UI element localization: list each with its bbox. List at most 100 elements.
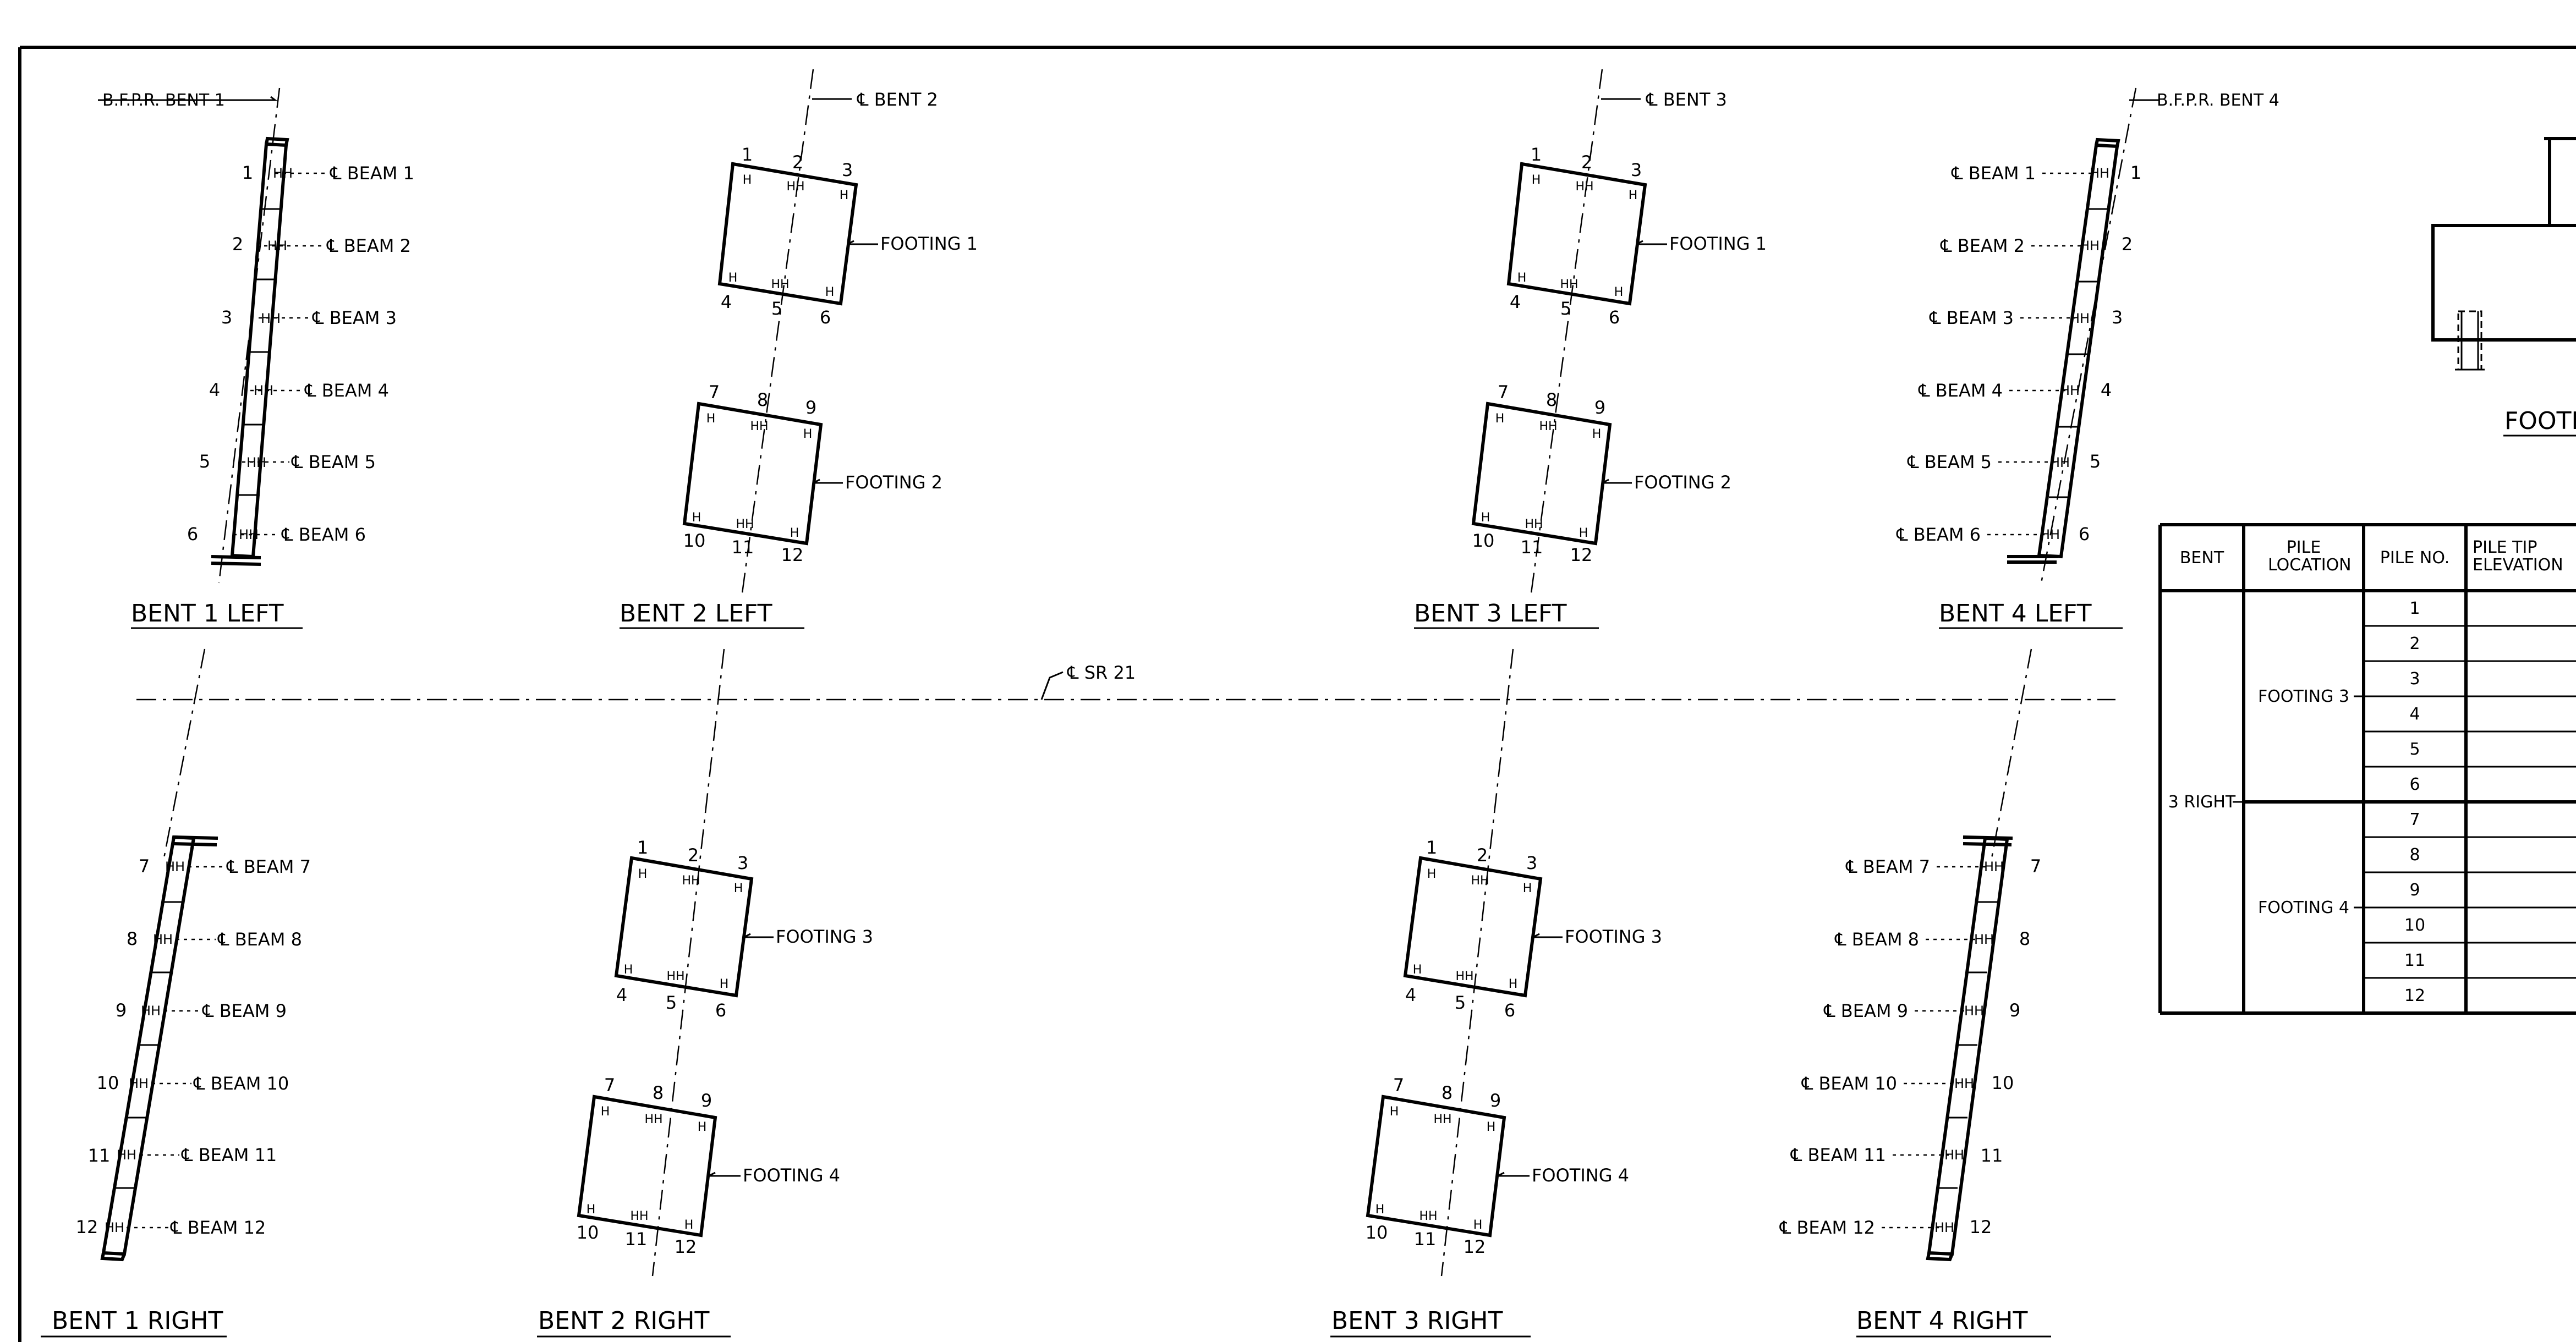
pile-number: 11 xyxy=(1981,1145,2003,1166)
pile-no-cells: 1 2 3 4 5 6 7 8 9 10 11 12 xyxy=(2404,599,2425,1005)
table-headers: BENT PILE LOCATION PILE NO. PILE TIP ELE… xyxy=(2180,539,2563,575)
cell-pile-no: 3 xyxy=(2409,669,2420,689)
pile-number: 7 xyxy=(2030,856,2041,877)
header-pile-location: PILE LOCATION xyxy=(2268,539,2352,575)
pile-number: 2 xyxy=(2122,234,2133,255)
pile-number: 8 xyxy=(1442,1082,1453,1103)
footing-label: FOOTING 3 xyxy=(1565,926,1662,947)
svg-text:H: H xyxy=(1413,963,1422,977)
pile-number: 4 xyxy=(1405,985,1416,1005)
pile-number: 9 xyxy=(701,1090,712,1111)
svg-text:H: H xyxy=(698,1120,707,1134)
pile-number: 3 xyxy=(842,160,853,180)
svg-text:H: H xyxy=(587,1203,596,1217)
beam-label: ℄ BEAM 2 xyxy=(326,235,411,256)
pile-number: 1 xyxy=(1531,144,1542,165)
beam-label: ℄ BEAM 1 xyxy=(1951,163,2036,184)
svg-text:H: H xyxy=(1517,271,1527,285)
detail-title: FOOTI xyxy=(2504,407,2576,435)
pile-number: 1 xyxy=(742,144,753,165)
footing-label: FOOTING 2 xyxy=(1634,472,1731,493)
pile-number: 6 xyxy=(1504,1000,1515,1021)
svg-text:HH: HH xyxy=(2040,527,2060,542)
beam-label: ℄ BEAM 4 xyxy=(304,380,389,401)
pile-number: 6 xyxy=(820,307,831,328)
pile-number: 9 xyxy=(1490,1090,1501,1111)
pile-number: 2 xyxy=(688,845,699,866)
svg-text:HH: HH xyxy=(786,180,804,194)
view-title: BENT 2 LEFT xyxy=(620,600,772,628)
footing-label: FOOTING 1 xyxy=(880,233,978,254)
svg-text:H: H xyxy=(790,526,799,540)
svg-text:HH: HH xyxy=(2050,455,2070,470)
pile-number: 1 xyxy=(242,162,253,183)
pile-number: 4 xyxy=(209,380,220,400)
pile-number: 6 xyxy=(1609,307,1620,328)
pile-number: 11 xyxy=(1521,537,1543,558)
view-title: BENT 3 LEFT xyxy=(1414,600,1567,628)
svg-text:HH: HH xyxy=(2080,238,2100,254)
view-title: BENT 1 RIGHT xyxy=(52,1307,223,1335)
beam-label: ℄ BEAM 3 xyxy=(312,307,397,328)
svg-text:H: H xyxy=(803,427,813,441)
pile-number: 3 xyxy=(221,307,232,328)
beam-labels: ℄ BEAM 1 ℄ BEAM 2 ℄ BEAM 3 ℄ BEAM 4 ℄ BE… xyxy=(281,163,414,545)
bfpr-label: B.F.P.R. BENT 1 xyxy=(102,91,225,110)
beam-label: ℄ BEAM 11 xyxy=(1790,1145,1886,1165)
beam-label: ℄ BEAM 11 xyxy=(181,1145,277,1165)
bent-4-left: B.F.P.R. BENT 4 1 2 3 4 5 6 xyxy=(1896,87,2279,629)
pile-number: 5 xyxy=(2090,451,2101,472)
beam-leaders xyxy=(233,172,328,536)
svg-text:HH: HH xyxy=(736,518,754,531)
beam-label: ℄ BEAM 10 xyxy=(193,1073,289,1094)
pile-number: 1 xyxy=(637,837,648,858)
svg-text:HH: HH xyxy=(1560,278,1578,292)
cell-pile-no: 12 xyxy=(2404,986,2425,1005)
pile-number: 10 xyxy=(683,530,706,551)
svg-text:H: H xyxy=(624,963,633,977)
pile-number: 9 xyxy=(2009,1000,2020,1021)
svg-text:HH: HH xyxy=(2070,311,2090,326)
pile-number: 8 xyxy=(127,928,138,949)
svg-text:H: H xyxy=(1473,1218,1483,1232)
pile-number: 2 xyxy=(232,234,243,255)
header-bent: BENT xyxy=(2180,548,2224,568)
svg-text:H: H xyxy=(743,173,752,187)
pile-number: 11 xyxy=(1414,1229,1437,1250)
cell-pile-no: 1 xyxy=(2409,599,2420,618)
pile-number: 8 xyxy=(1546,389,1557,410)
svg-text:H: H xyxy=(1523,882,1532,895)
header-pile-no: PILE NO. xyxy=(2380,548,2450,568)
pile-number: 6 xyxy=(2079,524,2090,544)
svg-text:H: H xyxy=(1375,1203,1385,1217)
svg-text:H: H xyxy=(1579,526,1588,540)
svg-text:HH: HH xyxy=(246,455,266,470)
pile-number: 4 xyxy=(721,292,732,312)
pile-number: 8 xyxy=(757,389,768,410)
footing-label: FOOTING 3 xyxy=(776,926,873,947)
cell-pile-no: 9 xyxy=(2409,881,2420,900)
svg-text:H: H xyxy=(638,867,648,881)
footing-detail: FOOTI xyxy=(2431,137,2576,437)
pile-number: 2 xyxy=(1477,845,1488,866)
cell-pile-no: 8 xyxy=(2409,845,2420,865)
svg-text:HH: HH xyxy=(1954,1076,1974,1091)
svg-text:HH: HH xyxy=(1419,1209,1437,1223)
pile-number: 4 xyxy=(616,985,627,1005)
svg-text:HH: HH xyxy=(1575,180,1593,194)
pile-number: 7 xyxy=(1498,382,1509,403)
svg-text:H: H xyxy=(684,1218,694,1232)
sr-centerline: ℄ SR 21 xyxy=(136,662,2115,701)
beam-label: ℄ BEAM 5 xyxy=(291,452,376,472)
svg-text:H: H xyxy=(720,977,729,991)
cell-pile-no: 10 xyxy=(2404,916,2425,935)
beam-label: ℄ BEAM 5 xyxy=(1907,452,1992,472)
beam-label: ℄ BEAM 7 xyxy=(226,856,311,877)
pile-number: 11 xyxy=(625,1229,648,1250)
